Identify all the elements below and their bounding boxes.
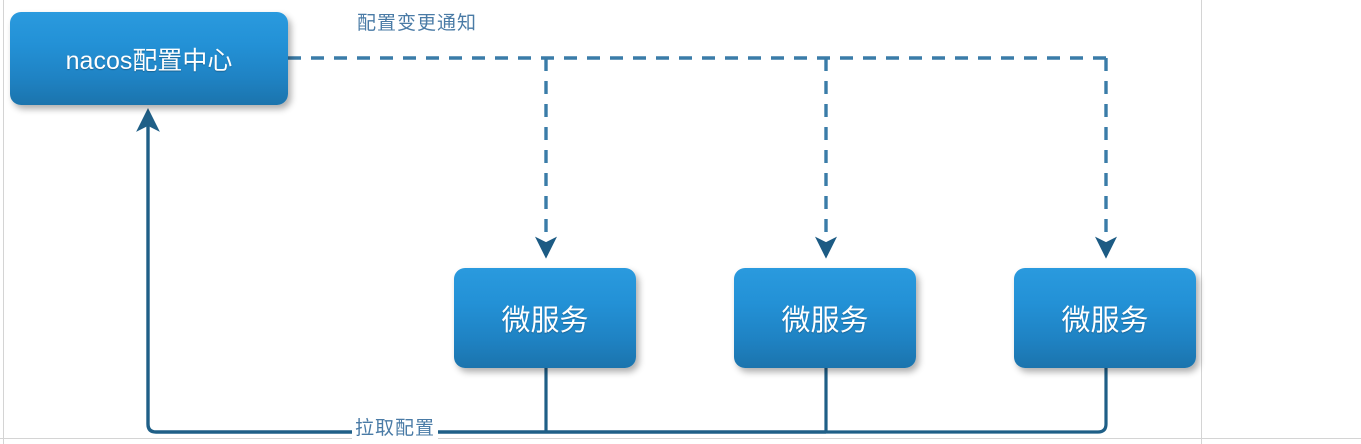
node-nacos-config-center[interactable]: nacos配置中心	[10, 12, 288, 105]
node-microservice-1[interactable]: 微服务	[454, 268, 636, 368]
node-microservice-2-label: 微服务	[781, 305, 869, 337]
pull-trunk-to-nacos	[136, 108, 826, 434]
frame-right-border	[1201, 0, 1202, 444]
edge-label-config-change-notify: 配置变更通知	[357, 13, 478, 34]
frame-bottom-border	[0, 438, 1361, 439]
edge-notify-dashed	[288, 56, 1118, 259]
frame-left-border	[3, 0, 4, 444]
edge-label-pull-config: 拉取配置	[352, 418, 439, 440]
node-microservice-1-label: 微服务	[501, 305, 589, 337]
node-nacos-label: nacos配置中心	[65, 46, 233, 75]
node-microservice-3-label: 微服务	[1061, 305, 1149, 337]
pull-drop-ms3	[826, 368, 1108, 434]
node-microservice-2[interactable]: 微服务	[734, 268, 916, 368]
edge-pull-solid	[136, 108, 1108, 434]
node-microservice-3[interactable]: 微服务	[1014, 268, 1196, 368]
